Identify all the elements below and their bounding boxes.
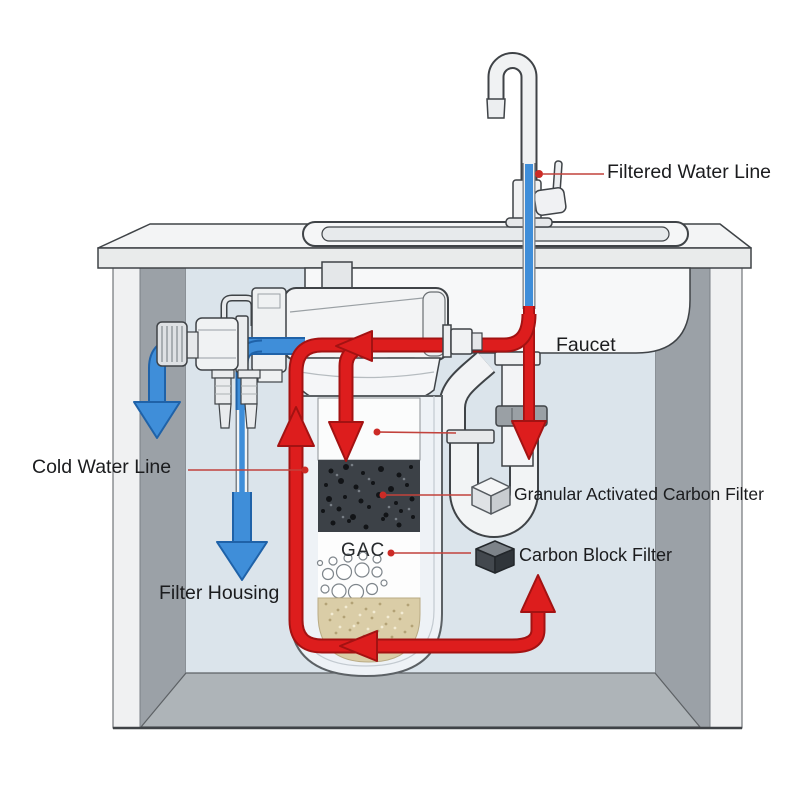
red-arrow-down-drain (511, 420, 547, 460)
countertop-front (97, 247, 752, 269)
inlet-valve (156, 315, 261, 429)
faucet-assembly (486, 52, 567, 228)
cabinet-floor (139, 672, 702, 728)
label-faucet: Faucet (556, 334, 616, 356)
trap-u (451, 428, 537, 536)
red-arrow-left-top (335, 330, 373, 362)
filter-cartridge (316, 397, 421, 663)
label-gac: GAC (341, 540, 386, 561)
blue-arrow-left-down (133, 401, 181, 439)
red-flow-arrows (277, 330, 556, 662)
left-wall-outer (112, 267, 141, 729)
red-arrow-into-filter (328, 421, 364, 462)
leader-lines (188, 173, 604, 554)
blue-arrow-center-down (216, 541, 268, 581)
leader-cartridge-top (376, 431, 457, 434)
faucet-neck (489, 54, 536, 183)
head-bracket-plate (251, 287, 287, 373)
label-cold-water-line: Cold Water Line (32, 456, 172, 478)
gac-bubbles (316, 551, 388, 601)
sink-rim-inner (321, 226, 670, 242)
leader-dots (301, 170, 543, 557)
trap-flange (446, 429, 495, 444)
label-filtered-water-line: Filtered Water Line (607, 161, 772, 183)
filtered-water-pipes (277, 313, 556, 662)
valve-fittings (211, 369, 261, 429)
red-loop-pipe (290, 339, 544, 652)
carbon-granules (321, 464, 415, 530)
head-outlet-fitting (442, 324, 483, 358)
red-arrow-up-right (520, 574, 556, 613)
carbon-block-cube-icon (475, 540, 515, 574)
red-arrow-up-left (277, 406, 315, 447)
label-carbon-block-filter: Carbon Block Filter (519, 545, 673, 565)
faucet-aerator (486, 98, 506, 119)
trap-arm (440, 352, 494, 432)
red-arrow-left-bottom (339, 630, 378, 662)
label-filter-housing: Filter Housing (159, 582, 280, 604)
label-granular-activated-carbon-filter: Granular Activated Carbon Filter (514, 484, 764, 504)
valve-body (195, 317, 239, 371)
granular-carbon-layer (318, 460, 420, 532)
faucet-handle (533, 187, 567, 216)
granular-carbon-cube-icon (471, 477, 511, 515)
